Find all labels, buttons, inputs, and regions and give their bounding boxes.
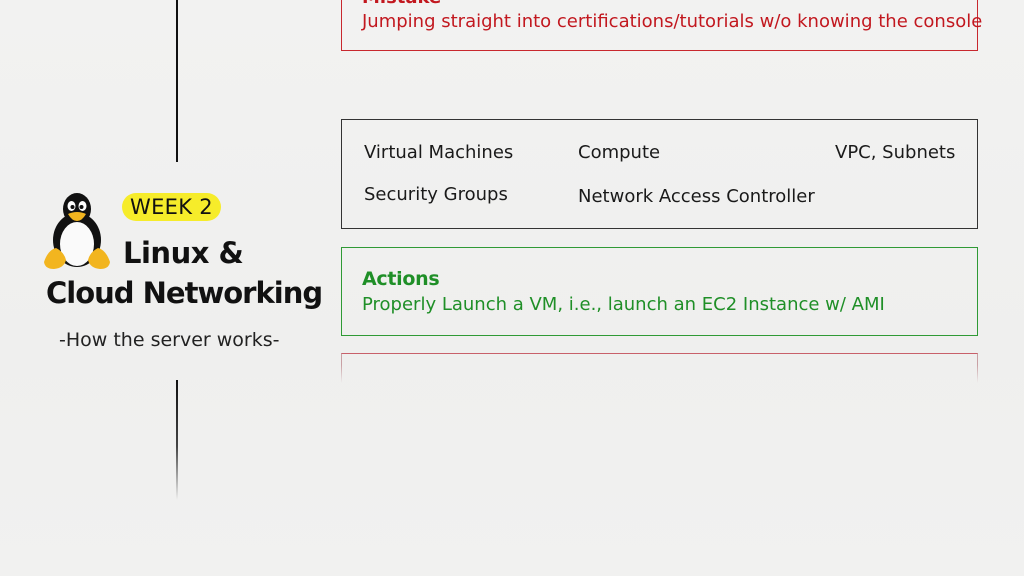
- week-badge: WEEK 2: [122, 193, 221, 221]
- actions-box: Actions Properly Launch a VM, i.e., laun…: [341, 247, 978, 336]
- topic-compute: Compute: [578, 142, 661, 163]
- week-title-line1: Linux &: [123, 236, 244, 270]
- topic-security-groups: Security Groups: [364, 184, 508, 205]
- topic-virtual-machines: Virtual Machines: [364, 142, 514, 163]
- week-title-line2: Cloud Networking: [46, 276, 323, 310]
- mistake-heading: Mistake: [362, 0, 441, 8]
- topics-box: Virtual Machines Compute VPC, Subnets Se…: [341, 119, 978, 229]
- week-block: WEEK 2 Linux & Cloud Networking -How the…: [30, 186, 330, 366]
- mistake-box-bottom: [341, 353, 978, 383]
- actions-heading: Actions: [362, 268, 440, 290]
- timeline-line-top: [176, 0, 178, 162]
- mistake-box: Mistake Jumping straight into certificat…: [341, 0, 982, 51]
- actions-text: Properly Launch a VM, i.e., launch an EC…: [362, 294, 885, 315]
- mistake-text: Jumping straight into certifications/tut…: [362, 11, 983, 32]
- tux-penguin-icon: [42, 190, 112, 272]
- timeline-line-bottom: [176, 380, 178, 500]
- week-subtitle: -How the server works-: [59, 329, 280, 351]
- topic-vpc-subnets: VPC, Subnets: [835, 142, 956, 163]
- topic-network-access-controller: Network Access Controller: [578, 186, 815, 207]
